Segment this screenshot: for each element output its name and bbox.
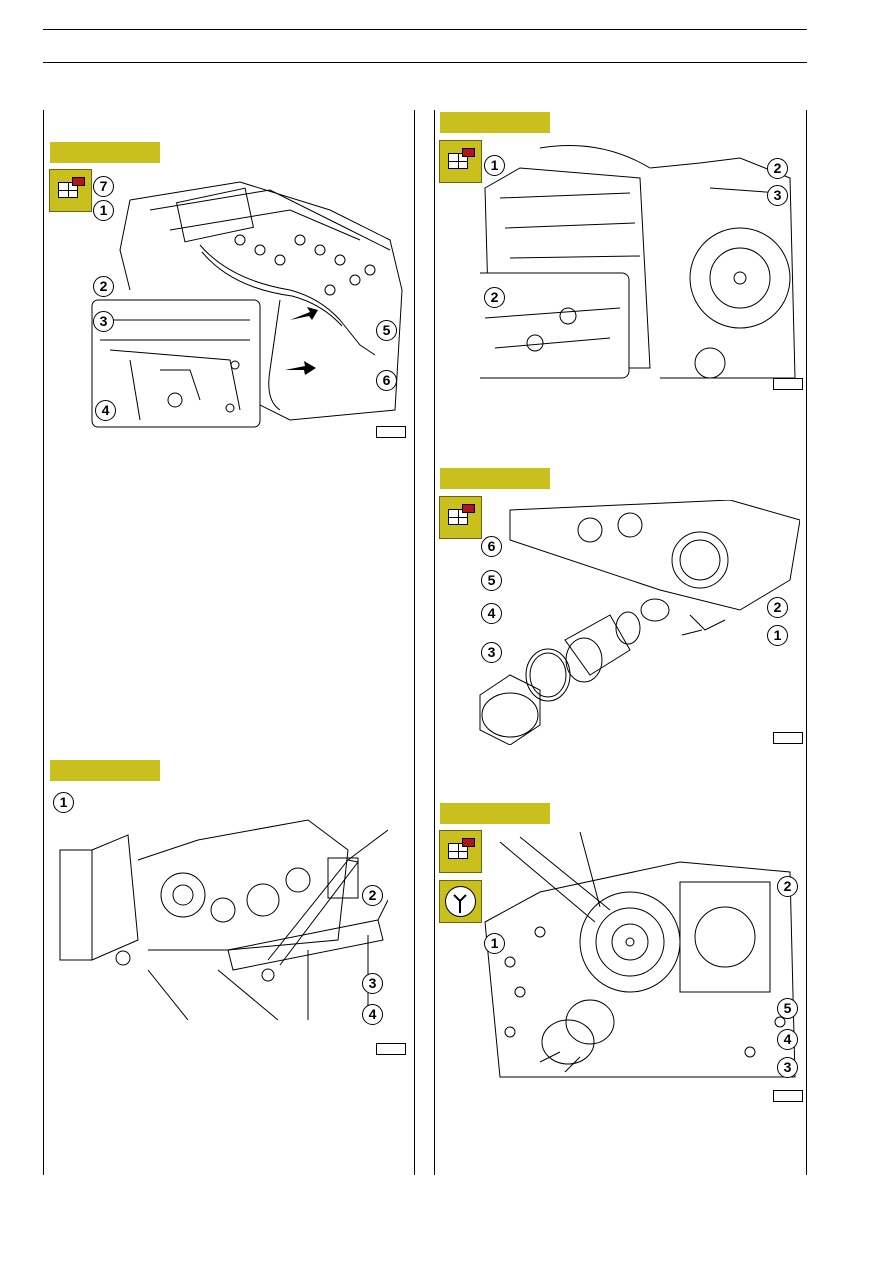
callout-2: 2 — [767, 597, 788, 618]
callout-1: 1 — [484, 933, 505, 954]
figure-header-band — [440, 468, 550, 489]
callout-4: 4 — [362, 1004, 383, 1025]
callout-7: 7 — [93, 176, 114, 197]
center-right-border — [434, 110, 435, 1175]
figure-number-box — [773, 732, 803, 744]
wrench-on-cover-illustration — [484, 832, 796, 1078]
header-rule — [43, 62, 807, 63]
callout-3: 3 — [93, 311, 114, 332]
callout-1: 1 — [767, 625, 788, 646]
callout-2-inset: 2 — [484, 287, 505, 308]
top-rule — [43, 29, 807, 30]
removal-icon — [439, 140, 482, 183]
gearbox-harness-illustration — [91, 181, 403, 428]
right-column-border — [806, 110, 807, 1175]
gearbox-rear-cover-illustration — [480, 145, 796, 379]
figure-header-band — [50, 760, 160, 781]
figure-header-band — [440, 803, 550, 824]
gearbox-on-stand-illustration — [59, 819, 388, 1021]
callout-6: 6 — [376, 370, 397, 391]
removal-icon — [439, 830, 482, 873]
callout-4: 4 — [481, 603, 502, 624]
figure-header-band — [440, 112, 550, 133]
callout-3: 3 — [481, 642, 502, 663]
special-tool-icon — [439, 880, 482, 923]
callout-4: 4 — [777, 1029, 798, 1050]
callout-5: 5 — [777, 998, 798, 1019]
callout-3: 3 — [777, 1057, 798, 1078]
tool-glyph-icon — [445, 886, 476, 917]
callout-2: 2 — [777, 876, 798, 897]
figure-number-box — [773, 378, 803, 390]
left-column-border — [43, 110, 44, 1175]
center-left-border — [414, 110, 415, 1175]
removal-icon — [439, 496, 482, 539]
callout-1: 1 — [53, 792, 74, 813]
callout-5: 5 — [481, 570, 502, 591]
removal-icon — [49, 169, 92, 212]
callout-2: 2 — [767, 158, 788, 179]
figure-number-box — [376, 1043, 406, 1055]
callout-2: 2 — [93, 276, 114, 297]
callout-3: 3 — [362, 973, 383, 994]
callout-2: 2 — [362, 885, 383, 906]
callout-1: 1 — [93, 200, 114, 221]
figure-header-band — [50, 142, 160, 163]
figure-number-box — [376, 426, 406, 438]
callout-4: 4 — [95, 400, 116, 421]
callout-3: 3 — [767, 185, 788, 206]
callout-1: 1 — [484, 155, 505, 176]
callout-6: 6 — [481, 536, 502, 557]
figure-number-box — [773, 1090, 803, 1102]
filter-exploded-illustration — [479, 500, 800, 745]
callout-5: 5 — [376, 320, 397, 341]
